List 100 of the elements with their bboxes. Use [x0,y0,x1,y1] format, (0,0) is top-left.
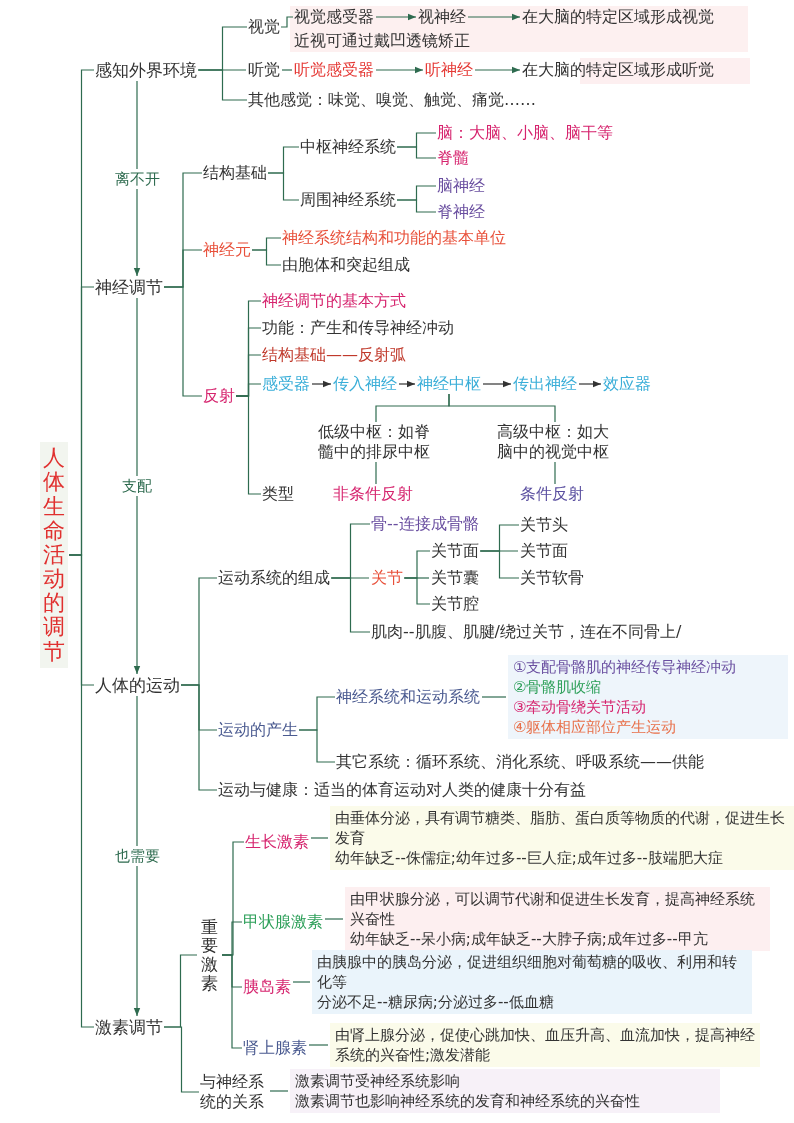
connector-line [481,696,507,698]
note-text: 由胰腺中的胰岛分泌，促进组织细胞对葡萄糖的吸收、利用和转化等 [317,952,738,992]
connector-line [269,1090,289,1092]
topic-label: 非条件反射 [333,484,413,504]
connector-line [396,199,437,213]
topic-label: 关节面 [431,541,479,561]
topic-label: 类型 [262,484,294,504]
topic-label: 视觉 [248,17,280,37]
connector-line [280,16,294,28]
connector-line [197,69,248,101]
topic-label: 神经元 [203,240,251,260]
connector-line [324,918,344,920]
topic-label: 结构基础 [203,163,267,183]
topic-label: 关节头 [520,515,568,535]
topic-label: 结构基础——反射弧 [262,345,406,365]
topic-label: 功能：产生和传导神经冲动 [262,318,454,338]
note-text: 幼年缺乏--呆小病;成年缺乏--大脖子病;成年过多--甲亢 [350,929,709,949]
note-text: 由肾上腺分泌，促使心跳加快、血压升高、血流加快，提高神经系统的兴奋性;激发潜能 [335,1025,755,1065]
topic-label: 脑神经 [437,176,485,196]
topic-label: 条件反射 [520,484,584,504]
note-text: ①支配骨骼肌的神经传导神经冲动 [513,657,738,677]
topic-label: 脑：大脑、小脑、脑干等 [437,123,613,143]
topic-label: 脊髓 [437,148,469,168]
topic-label: 肌肉--肌腹、肌腱/绕过关节，连在不同骨上/ [371,622,682,642]
topic-label: 由胞体和突起组成 [282,255,410,275]
topic-label: 脊神经 [437,202,485,222]
note-text: 激素调节也影响神经系统的发育和神经系统的兴奋性 [295,1091,641,1111]
topic-label: 感知外界环境 [95,60,197,80]
connector-line [330,577,371,633]
topic-label: 感受器 [262,374,310,394]
topic-label: 周围神经系统 [300,190,396,210]
topic-label: 关节软骨 [520,568,584,588]
note-text: ③牵动骨绕关节活动 [513,697,648,717]
topic-label: 甲状腺激素 [243,912,323,932]
connector-line [267,172,300,201]
topic-label: 效应器 [603,374,651,394]
note-text: ④躯体相应部位产生运动 [513,717,678,737]
connector-line [221,954,243,1049]
connector-line [235,395,262,495]
topic-label: 关节面 [520,541,568,561]
topic-label: 在大脑的特定区域形成听觉 [522,60,714,80]
connector-line [479,550,520,579]
topic-label: 听觉 [248,60,280,80]
arrow [375,66,424,74]
connector-line [281,69,293,71]
topic-label: 激素调节 [95,1017,163,1037]
topic-label: 高级中枢：如大脑中的视觉中枢 [497,422,613,462]
topic-label: 视觉感受器 [294,7,374,27]
topic-label: 关节囊 [431,568,479,588]
arrow [467,13,521,21]
note-text: 激素调节受神经系统影响 [295,1071,461,1091]
topic-label: 其他感觉：味觉、嗅觉、触觉、痛觉…… [248,90,536,110]
topic-label: 与神经系统的关系 [200,1072,268,1112]
topic-label: 反射 [203,386,235,406]
arrow [311,380,332,388]
note-text: ②骨骼肌收缩 [513,677,603,697]
arrow [133,695,141,1017]
connector-line [448,393,556,423]
topic-label: 近视可通过戴凹透镜矫正 [294,31,470,51]
root-topic: 人体生命活动的调节 [40,442,68,668]
edge-label: 支配 [120,476,154,496]
connector-line [375,461,377,485]
topic-label: 运动的产生 [218,720,298,740]
topic-label: 听觉感受器 [294,60,374,80]
topic-label: 听神经 [425,60,473,80]
connector-line [292,981,311,983]
connector-line [163,1026,200,1093]
arrow [578,380,602,388]
note-text: 由垂体分泌，具有调节糖类、脂肪、蛋白质等物质的代谢，促进生长发育 [335,808,786,848]
note-text: 幼年缺乏--侏儒症;幼年过多--巨人症;成年过多--肢端肥大症 [335,848,724,868]
topic-label: 运动与健康：适当的体育运动对人类的健康十分有益 [218,780,586,800]
connector-line [403,577,431,605]
connector-line [163,286,203,397]
edge-label: 也需要 [112,846,162,866]
topic-label: 中枢神经系统 [300,137,396,157]
edge-label: 离不开 [112,168,162,189]
connector-line [554,461,556,485]
topic-label: 视神经 [418,7,466,27]
connector-line [310,837,329,839]
topic-label: 运动系统的组成 [218,568,330,588]
topic-label: 神经系统结构和功能的基本单位 [282,228,506,248]
topic-label: 神经调节的基本方式 [262,291,406,311]
arrow [133,80,141,277]
topic-label: 神经调节 [95,277,163,297]
arrow [482,380,512,388]
topic-label: 在大脑的特定区域形成视觉 [522,7,714,27]
topic-label: 神经中枢 [417,374,481,394]
connector-line [308,1044,329,1046]
topic-label: 生长激素 [245,832,309,852]
topic-label: 关节腔 [431,594,479,614]
topic-label: 关节 [371,568,403,588]
topic-label: 神经系统和运动系统 [336,687,480,707]
connector-line [180,684,218,791]
arrow [398,380,416,388]
arrow [133,297,141,675]
topic-label: 人体的运动 [95,675,180,695]
connector-line [298,729,336,763]
topic-label: 重要激素 [198,913,221,997]
topic-label: 其它系统：循环系统、消化系统、呼吸系统——供能 [336,752,704,772]
note-text: 由甲状腺分泌，可以调节代谢和促进生长发育，提高神经系统兴奋性 [350,889,756,929]
